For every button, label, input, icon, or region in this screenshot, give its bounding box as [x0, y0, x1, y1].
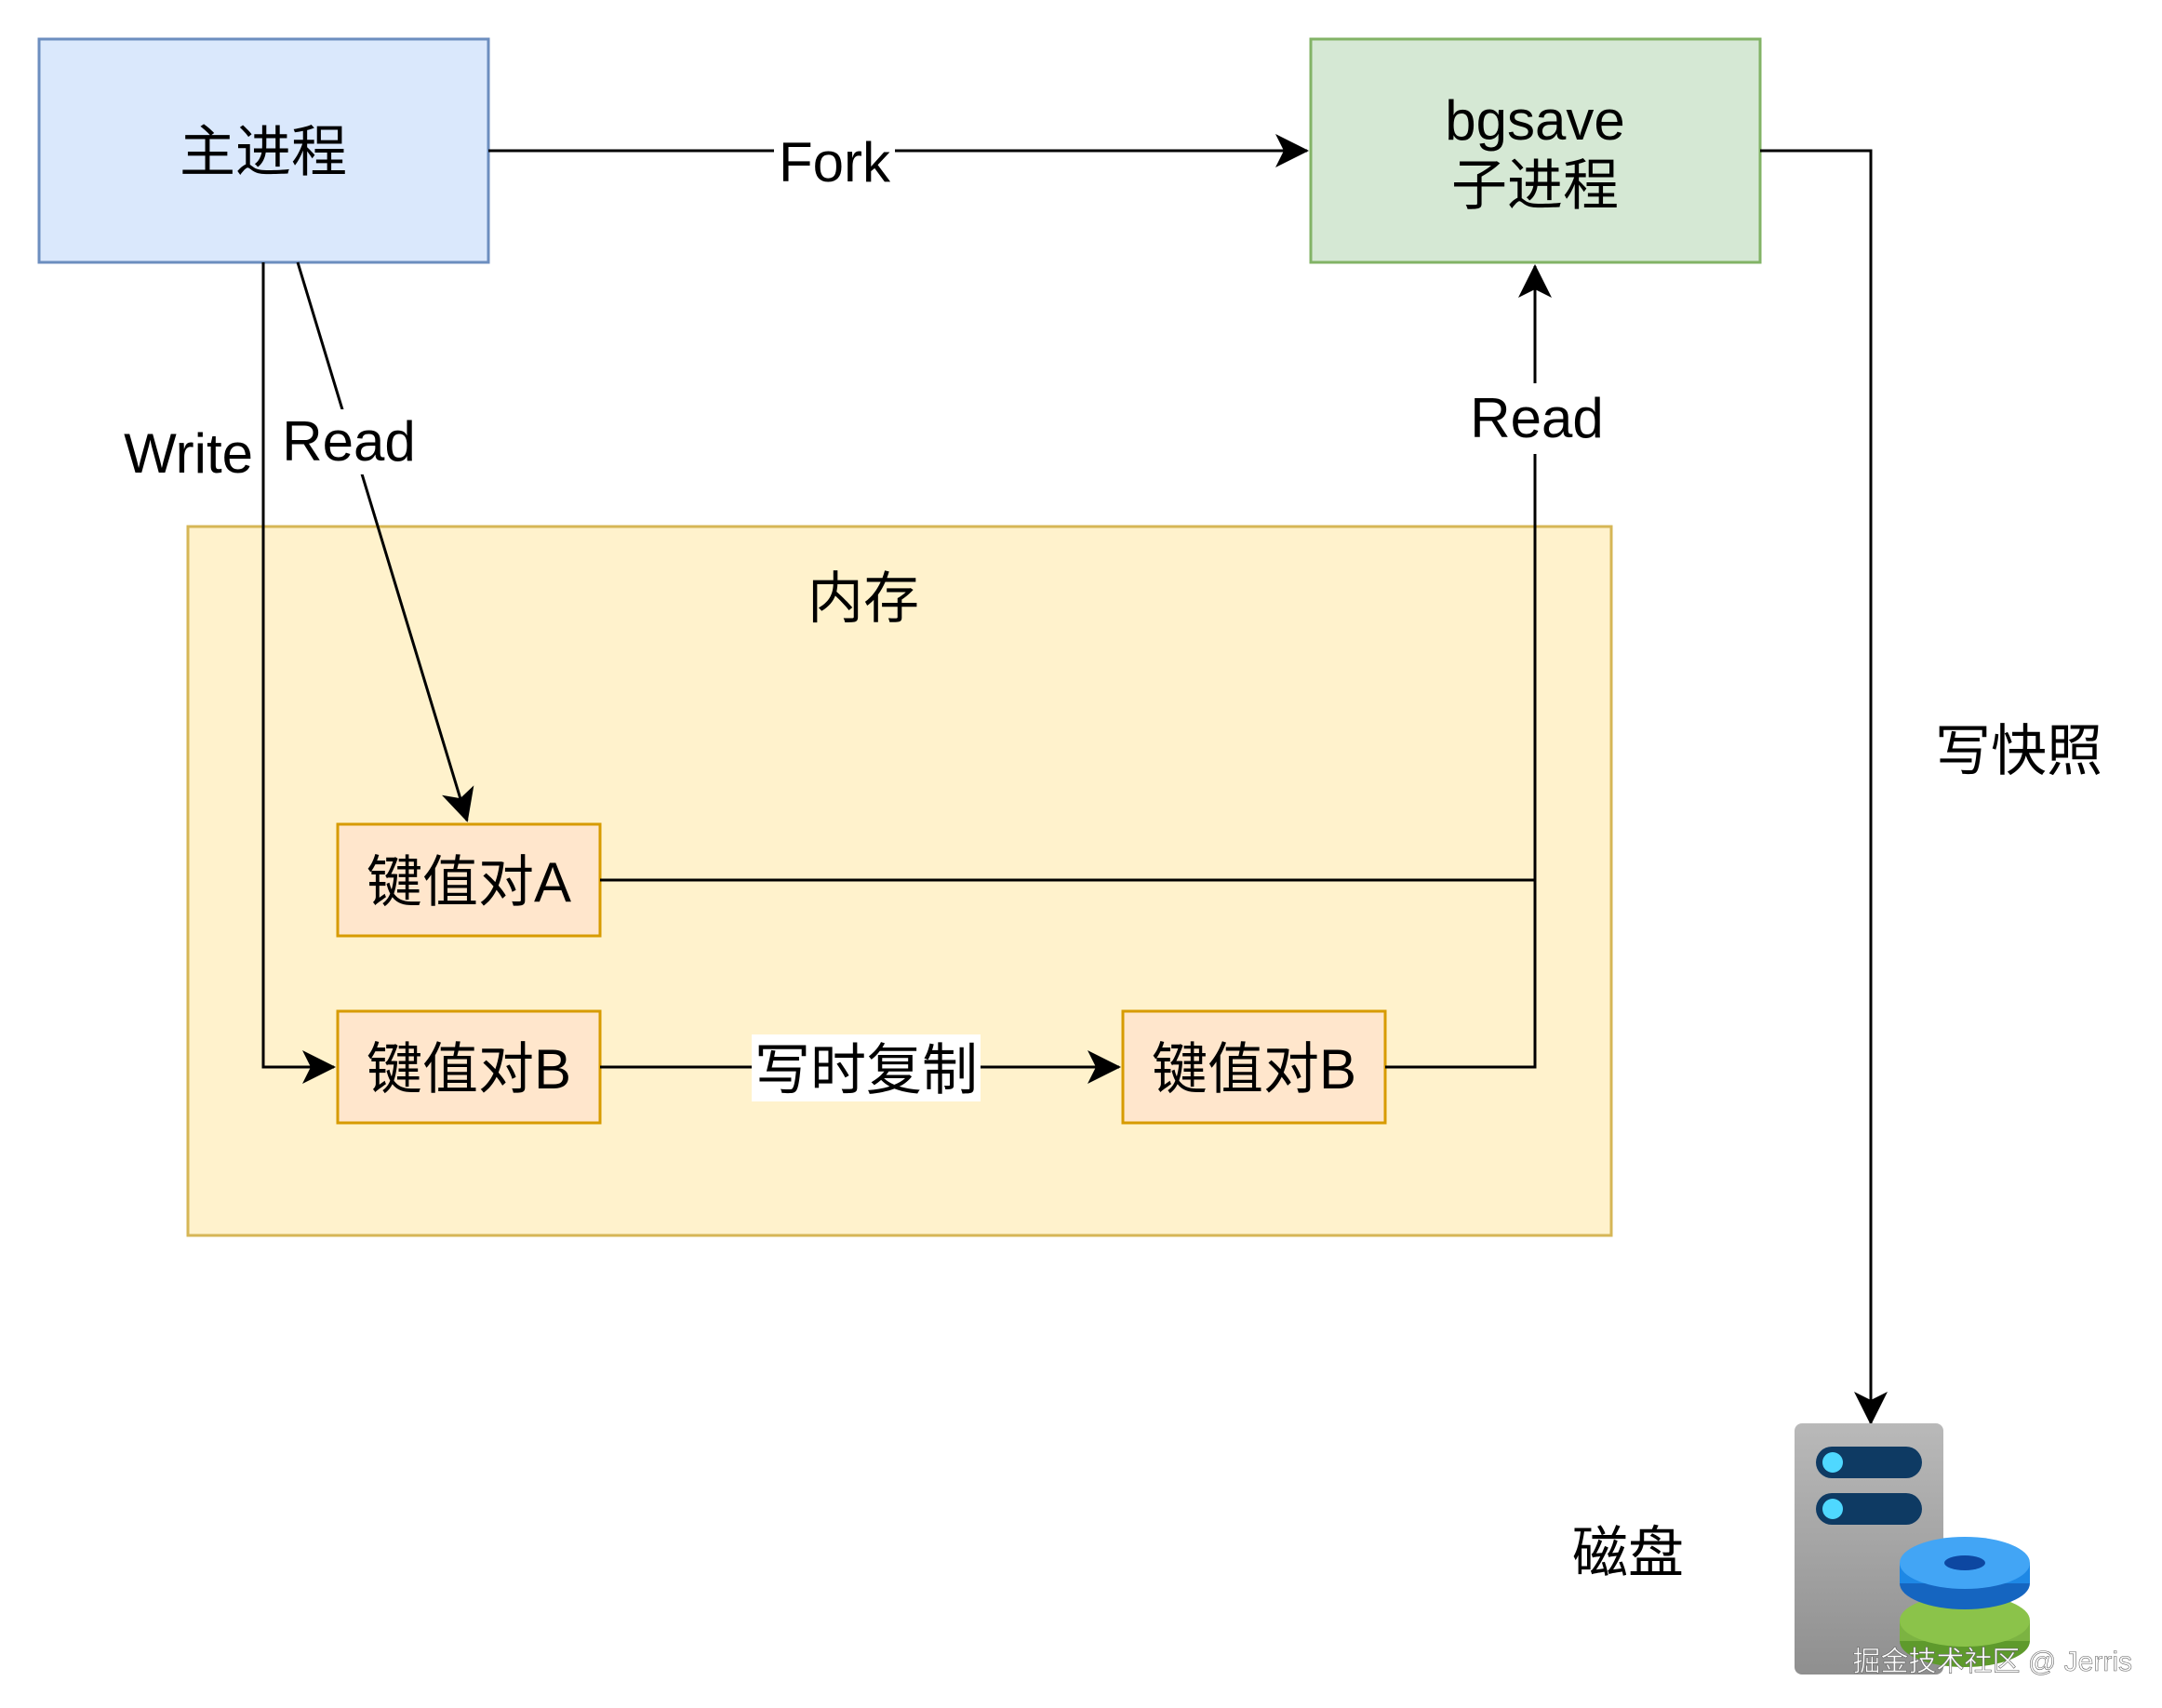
kv-b-box — [336, 1009, 602, 1125]
kv-a-label: 键值对A — [367, 851, 571, 914]
watermark: 掘金技术社区 @ Jerris — [1853, 1647, 2132, 1677]
kv-b-copy-to-child-edge — [1385, 264, 1552, 1069]
main-process-label: 主进程 — [180, 121, 347, 183]
disk-label: 磁盘 — [1572, 1522, 1684, 1584]
write-edge — [261, 262, 336, 1084]
memory-label: 内存 — [807, 567, 919, 630]
child-process-label: 子进程 — [1451, 154, 1619, 217]
fork-label: Fork — [779, 131, 891, 193]
write-snapshot-edge — [1760, 149, 1888, 1425]
read-main-edge — [296, 261, 474, 822]
kv-b-copy-box — [1121, 1009, 1387, 1125]
kv-b-label: 键值对B — [367, 1038, 571, 1101]
bgsave-process-box — [1309, 37, 1762, 264]
main-process-box — [37, 37, 490, 264]
read-main-label-mask — [281, 409, 417, 474]
write-label: Write — [124, 422, 253, 485]
bgsave-label: bgsave — [1445, 89, 1624, 152]
read-child-label-bg — [1468, 383, 1604, 454]
read-main-label: Read — [282, 410, 415, 473]
write-snapshot-label: 写快照 — [1935, 720, 2102, 782]
read-child-label: Read — [1470, 387, 1603, 449]
server-disk-icon — [1795, 1423, 2030, 1675]
kv-b-copy-label: 键值对B — [1152, 1038, 1356, 1101]
copy-on-write-label: 写时复制 — [754, 1039, 978, 1101]
fork-label-bg — [774, 130, 895, 186]
copy-on-write-label-bg — [752, 1034, 981, 1101]
